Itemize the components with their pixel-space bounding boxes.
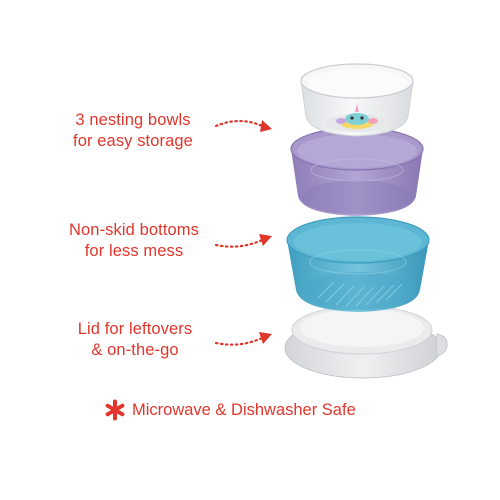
arrowhead-icon	[259, 234, 272, 246]
unicorn-print	[336, 104, 378, 129]
callout-line: Lid for leftovers	[77, 320, 193, 338]
lid	[284, 305, 448, 379]
callout-lid: Lid for leftovers & on-the-go	[58, 319, 212, 361]
callout-line: Non-skid bottoms	[69, 221, 199, 239]
callout-line: & on-the-go	[91, 341, 179, 359]
purple-bowl	[290, 127, 424, 216]
arrow-icon	[214, 119, 264, 128]
safety-note: Microwave & Dishwasher Safe	[104, 398, 404, 422]
arrow-icon	[214, 238, 264, 248]
callout-line: for less mess	[84, 242, 184, 260]
teal-bowl	[286, 216, 430, 312]
callout-non-skid: Non-skid bottoms for less mess	[48, 220, 220, 262]
arrowhead-icon	[259, 332, 272, 344]
asterisk-icon	[105, 399, 125, 421]
arrowhead-icon	[260, 120, 272, 132]
clear-bowl	[300, 63, 414, 137]
arrow-icon	[214, 336, 264, 346]
safety-note-text: Microwave & Dishwasher Safe	[132, 400, 356, 419]
callout-line: 3 nesting bowls	[75, 111, 191, 129]
callout-line: for easy storage	[73, 132, 193, 150]
callout-nesting-bowls: 3 nesting bowls for easy storage	[58, 110, 208, 152]
